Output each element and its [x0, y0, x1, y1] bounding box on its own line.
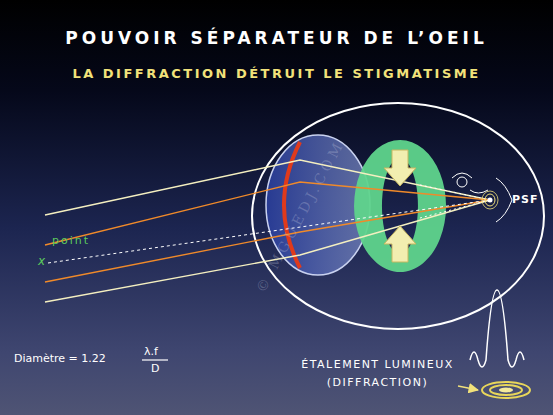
airy-rings	[482, 382, 530, 398]
point-label: point	[52, 234, 90, 247]
formula-numerator: λ.f	[144, 345, 158, 358]
airy-profile	[470, 290, 524, 367]
iris-arrows	[384, 150, 416, 262]
pointer-arrow	[458, 386, 478, 390]
psf-label: PSF	[512, 193, 539, 206]
fraction-bar	[142, 359, 168, 360]
point-mark: x	[38, 254, 45, 268]
subtitle: LA DIFFRACTION DÉTRUIT LE STIGMATISME	[0, 66, 553, 81]
formula-denominator: D	[151, 362, 159, 375]
iris	[354, 140, 446, 272]
watermark: © MGUEDJ.COM	[246, 124, 354, 308]
formula-left: Diamètre = 1.22	[14, 352, 106, 365]
psf-spot	[482, 191, 498, 209]
slide-title: POUVOIR SÉPARATEUR DE L’OEIL	[0, 28, 553, 48]
retina-sketch	[452, 173, 512, 222]
spread-caption: ÉTALEMENT LUMINEUX (DIFFRACTION)	[290, 356, 465, 391]
